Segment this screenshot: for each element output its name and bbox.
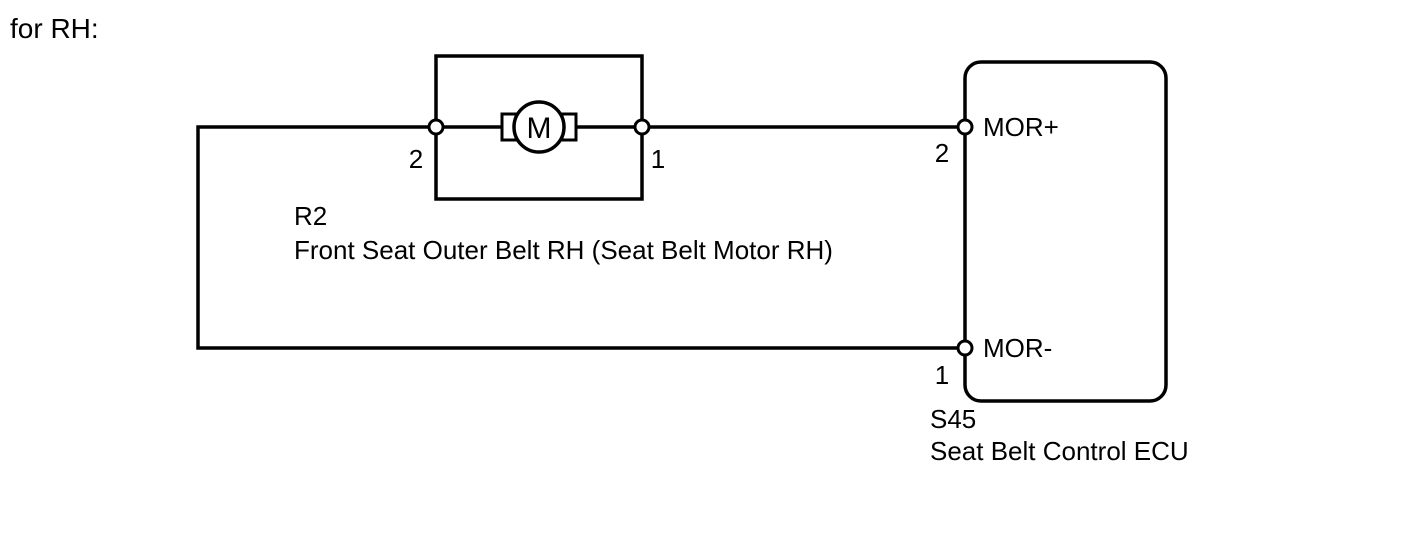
motor-pin-right-number: 1: [651, 144, 665, 174]
ecu-pin-number-mor-plus: 2: [935, 138, 949, 168]
ecu-box: [963, 60, 1168, 403]
ecu-connector-code: S45: [930, 404, 976, 434]
ecu-signal-mor-plus: MOR+: [983, 112, 1059, 142]
motor-terminal-2: [427, 118, 445, 136]
motor-terminal-1: [633, 118, 651, 136]
motor-connector-code: R2: [294, 201, 327, 231]
motor-component-name: Front Seat Outer Belt RH (Seat Belt Moto…: [294, 235, 833, 265]
diagram-heading: for RH:: [10, 13, 99, 44]
ecu-terminal-mor-minus: [956, 339, 974, 357]
motor-pin-left-number: 2: [409, 144, 423, 174]
ecu-terminal-mor-plus: [956, 118, 974, 136]
ecu-signal-mor-minus: MOR-: [983, 333, 1052, 363]
ecu-component-name: Seat Belt Control ECU: [930, 436, 1189, 466]
wire-mor-minus: [196, 125, 958, 350]
motor-symbol-icon: M: [500, 100, 578, 154]
motor-symbol-letter: M: [527, 112, 552, 145]
ecu-pin-number-mor-minus: 1: [935, 360, 949, 390]
